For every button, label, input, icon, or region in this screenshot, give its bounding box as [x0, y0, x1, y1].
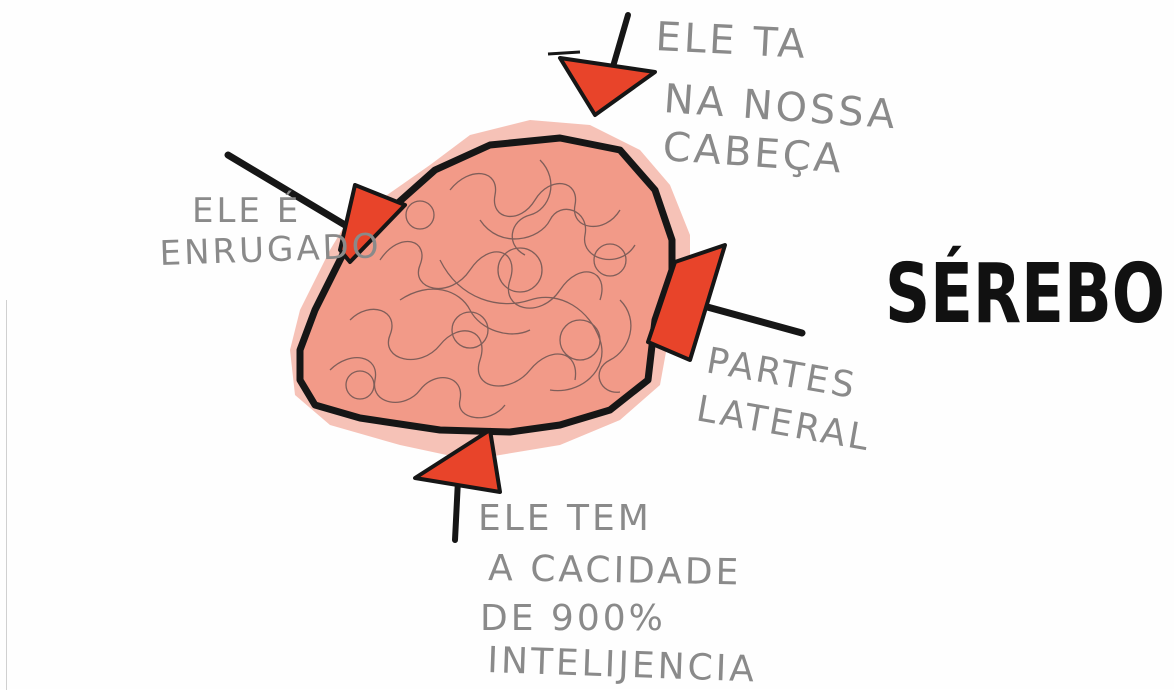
label-right: PARTES LATERAL [693, 340, 874, 459]
label-top-line-3: CABEÇA [661, 124, 845, 183]
label-bottom: ELE TEM A CACIDADE DE 900% INTELIJENCIA [478, 498, 758, 689]
label-top: ELE TA NA NOSSA CABEÇA [654, 14, 899, 183]
label-bottom-line-1: ELE TEM [478, 498, 652, 539]
label-left-line-1: ELE É [192, 190, 301, 231]
label-bottom-line-3: DE 900% [480, 598, 666, 639]
label-left: ELE É ENRUGADO [159, 190, 382, 274]
drawing-title: SÉREBO [885, 246, 1165, 342]
label-bottom-line-2: A CACIDADE [488, 548, 742, 593]
label-bottom-line-4: INTELIJENCIA [487, 640, 758, 689]
brain-drawing [300, 138, 672, 432]
label-top-line-1: ELE TA [654, 14, 808, 68]
arrow-top [548, 15, 655, 115]
label-left-line-2: ENRUGADO [159, 226, 382, 274]
